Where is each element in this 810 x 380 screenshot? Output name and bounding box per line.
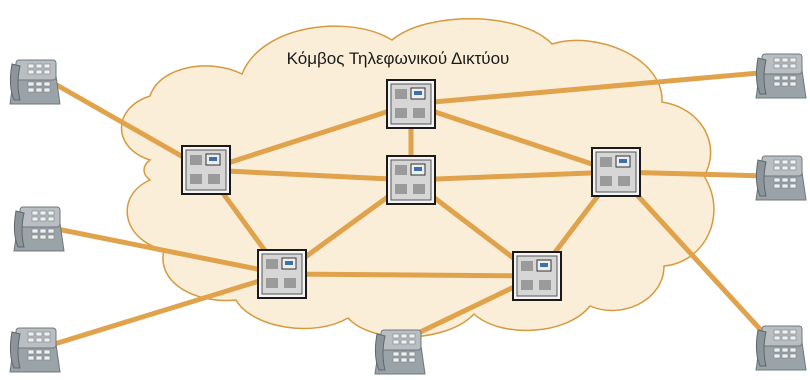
telephone-icon	[374, 329, 426, 375]
switch-node	[512, 251, 562, 301]
link-sw-right-phone-bottom-right	[613, 169, 773, 343]
link-sw-center-sw-right	[408, 169, 619, 183]
link-sw-bottom-left-phone-bottom-left	[45, 271, 285, 349]
cloud-label: Κόμβος Τηλεφωνικού Δικτύου	[287, 49, 510, 68]
switch-node	[386, 79, 436, 129]
link-sw-top-sw-left	[203, 101, 414, 173]
link-sw-bottom-left-sw-bottom-right	[279, 271, 540, 279]
link-sw-right-phone-middle-right	[613, 169, 771, 179]
telephone-icon	[755, 155, 807, 201]
switch-node	[386, 155, 436, 205]
telephone-icon	[755, 53, 807, 99]
link-sw-left-phone-top-left	[45, 77, 209, 173]
link-sw-bottom-left-phone-middle-left	[49, 225, 285, 277]
link-sw-top-phone-top-right	[408, 69, 773, 107]
link-sw-top-sw-right	[408, 101, 619, 175]
telephone-icon	[9, 327, 61, 373]
telephone-icon	[9, 59, 61, 105]
telephone-icon	[13, 206, 65, 252]
switch-node	[591, 147, 641, 197]
link-sw-left-sw-center	[203, 167, 414, 183]
switch-node	[181, 145, 231, 195]
telephone-icon	[755, 325, 807, 371]
switch-node	[257, 249, 307, 299]
